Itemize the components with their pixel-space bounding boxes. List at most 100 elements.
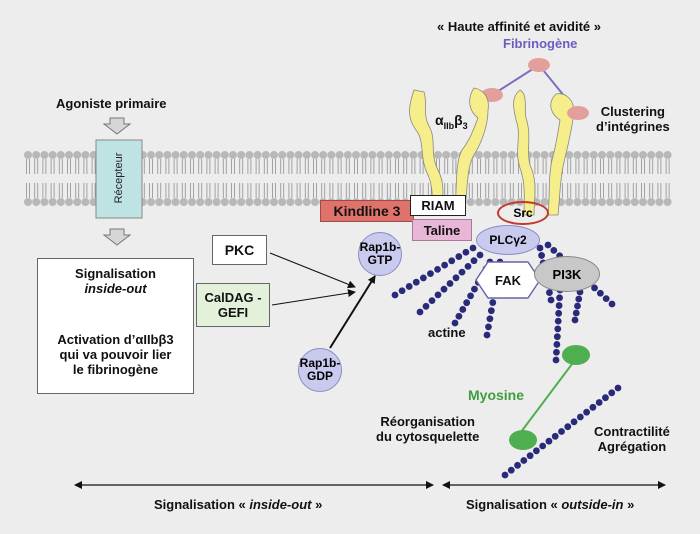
actin-bead bbox=[501, 471, 509, 479]
actin-bead bbox=[550, 246, 558, 254]
lipid-head bbox=[204, 198, 213, 206]
lipid-tail bbox=[239, 159, 244, 198]
arrow-caldag-rap1b bbox=[271, 289, 356, 306]
receptor-out-arrow-icon bbox=[102, 228, 132, 246]
actin-bead bbox=[555, 309, 563, 317]
actin-bead bbox=[583, 408, 591, 416]
lipid-head bbox=[483, 198, 492, 206]
lipid-head bbox=[352, 151, 360, 159]
actin-bead bbox=[514, 461, 521, 469]
lipid-head bbox=[581, 198, 590, 206]
lipid-tail bbox=[304, 159, 309, 198]
lipid-head bbox=[311, 151, 319, 159]
lipid-tail bbox=[263, 159, 268, 198]
lipid-head bbox=[73, 151, 82, 159]
actin-bead bbox=[572, 309, 580, 317]
lipid-tail bbox=[583, 159, 588, 198]
lipid-tail bbox=[75, 159, 80, 198]
lipid-head bbox=[32, 151, 41, 159]
lipid-head bbox=[294, 151, 303, 159]
lipid-head bbox=[302, 198, 311, 206]
lipid-tail bbox=[280, 159, 285, 198]
lipid-tail bbox=[91, 159, 96, 198]
signaling-line-2: inside-out bbox=[84, 281, 147, 296]
clustering-line-1: Clustering bbox=[600, 104, 665, 119]
lipid-tail bbox=[42, 159, 47, 198]
fibrinogen-node-right bbox=[567, 106, 589, 120]
lipid-head bbox=[507, 151, 516, 159]
lipid-head bbox=[663, 151, 672, 159]
integrin-2-alpha bbox=[513, 89, 536, 216]
lipid-tail bbox=[362, 159, 367, 198]
bottom-left-b: inside-out bbox=[249, 497, 312, 512]
taline-box: Taline bbox=[412, 219, 472, 241]
actin-bead bbox=[591, 284, 598, 292]
lipid-tail bbox=[337, 159, 342, 198]
rap1b-gdp-line-1: Rap1b- bbox=[299, 356, 341, 370]
lipid-head bbox=[220, 198, 229, 206]
activation-line-3: le fibrinogène bbox=[72, 362, 159, 377]
lipid-head bbox=[335, 151, 344, 159]
lipid-tail bbox=[181, 159, 186, 198]
bottom-right-b: outside-in bbox=[561, 497, 624, 512]
lipid-head bbox=[229, 198, 237, 206]
actin-label: actine bbox=[428, 325, 466, 340]
actin-bead bbox=[570, 418, 578, 426]
reorg-line-2: du cytosquelette bbox=[376, 429, 480, 444]
lipid-tail bbox=[231, 159, 235, 198]
lipid-head bbox=[32, 198, 41, 206]
actin-bead bbox=[553, 348, 560, 356]
actin-bead bbox=[602, 394, 609, 402]
actin-bead bbox=[455, 253, 463, 260]
lipid-tail bbox=[50, 159, 55, 198]
lipid-tail bbox=[247, 159, 252, 198]
bottom-left-a: Signalisation « bbox=[154, 497, 250, 512]
fibrinogen-label: Fibrinogène bbox=[503, 36, 578, 51]
actin-bead bbox=[575, 295, 583, 303]
lipid-tail bbox=[632, 159, 637, 198]
lipid-tail bbox=[542, 159, 547, 198]
actin-bead bbox=[595, 399, 603, 406]
lipid-head bbox=[48, 198, 57, 206]
lipid-head bbox=[499, 151, 508, 159]
lipid-head bbox=[368, 151, 377, 159]
actin-bead bbox=[455, 312, 463, 320]
bottom-left-c: » bbox=[311, 497, 323, 512]
lipid-tail bbox=[509, 159, 514, 198]
rap1b-gdp: Rap1b- GDP bbox=[298, 348, 342, 392]
lipid-head bbox=[65, 151, 73, 159]
rap1b-gtp-line-1: Rap1b- bbox=[359, 240, 401, 254]
lipid-head bbox=[24, 198, 32, 206]
actin-bead bbox=[507, 466, 515, 474]
lipid-head bbox=[179, 198, 188, 206]
lipid-head bbox=[270, 198, 278, 206]
lipid-head bbox=[630, 151, 639, 159]
lipid-tail bbox=[649, 159, 654, 198]
lipid-head bbox=[401, 151, 410, 159]
lipid-head bbox=[327, 151, 336, 159]
lipid-tail bbox=[575, 159, 580, 198]
lipid-head bbox=[237, 151, 246, 159]
actin-bead bbox=[467, 292, 474, 300]
actin-bead bbox=[574, 302, 581, 310]
actin-bead bbox=[391, 291, 399, 299]
actin-bead bbox=[441, 261, 449, 269]
actin-bead bbox=[459, 306, 467, 313]
lipid-tail bbox=[485, 159, 490, 198]
actin-bead bbox=[552, 356, 560, 364]
arrow-pkc-rap1b bbox=[269, 252, 356, 289]
bottom-right-label: Signalisation « outside-in » bbox=[466, 497, 634, 512]
lipid-tail bbox=[386, 159, 391, 198]
lipid-tail bbox=[354, 159, 358, 198]
lipid-head bbox=[229, 151, 237, 159]
riam-box: RIAM bbox=[410, 195, 466, 216]
lipid-head bbox=[647, 198, 656, 206]
lipid-tail bbox=[165, 159, 170, 198]
pkc-box: PKC bbox=[212, 235, 267, 265]
myosin-head-bottom bbox=[509, 430, 537, 450]
activation-line-2: qui va pouvoir lier bbox=[59, 347, 172, 362]
lipid-tail bbox=[534, 159, 539, 198]
lipid-head bbox=[188, 198, 196, 206]
lipid-tail bbox=[657, 159, 662, 198]
lipid-head bbox=[630, 198, 639, 206]
